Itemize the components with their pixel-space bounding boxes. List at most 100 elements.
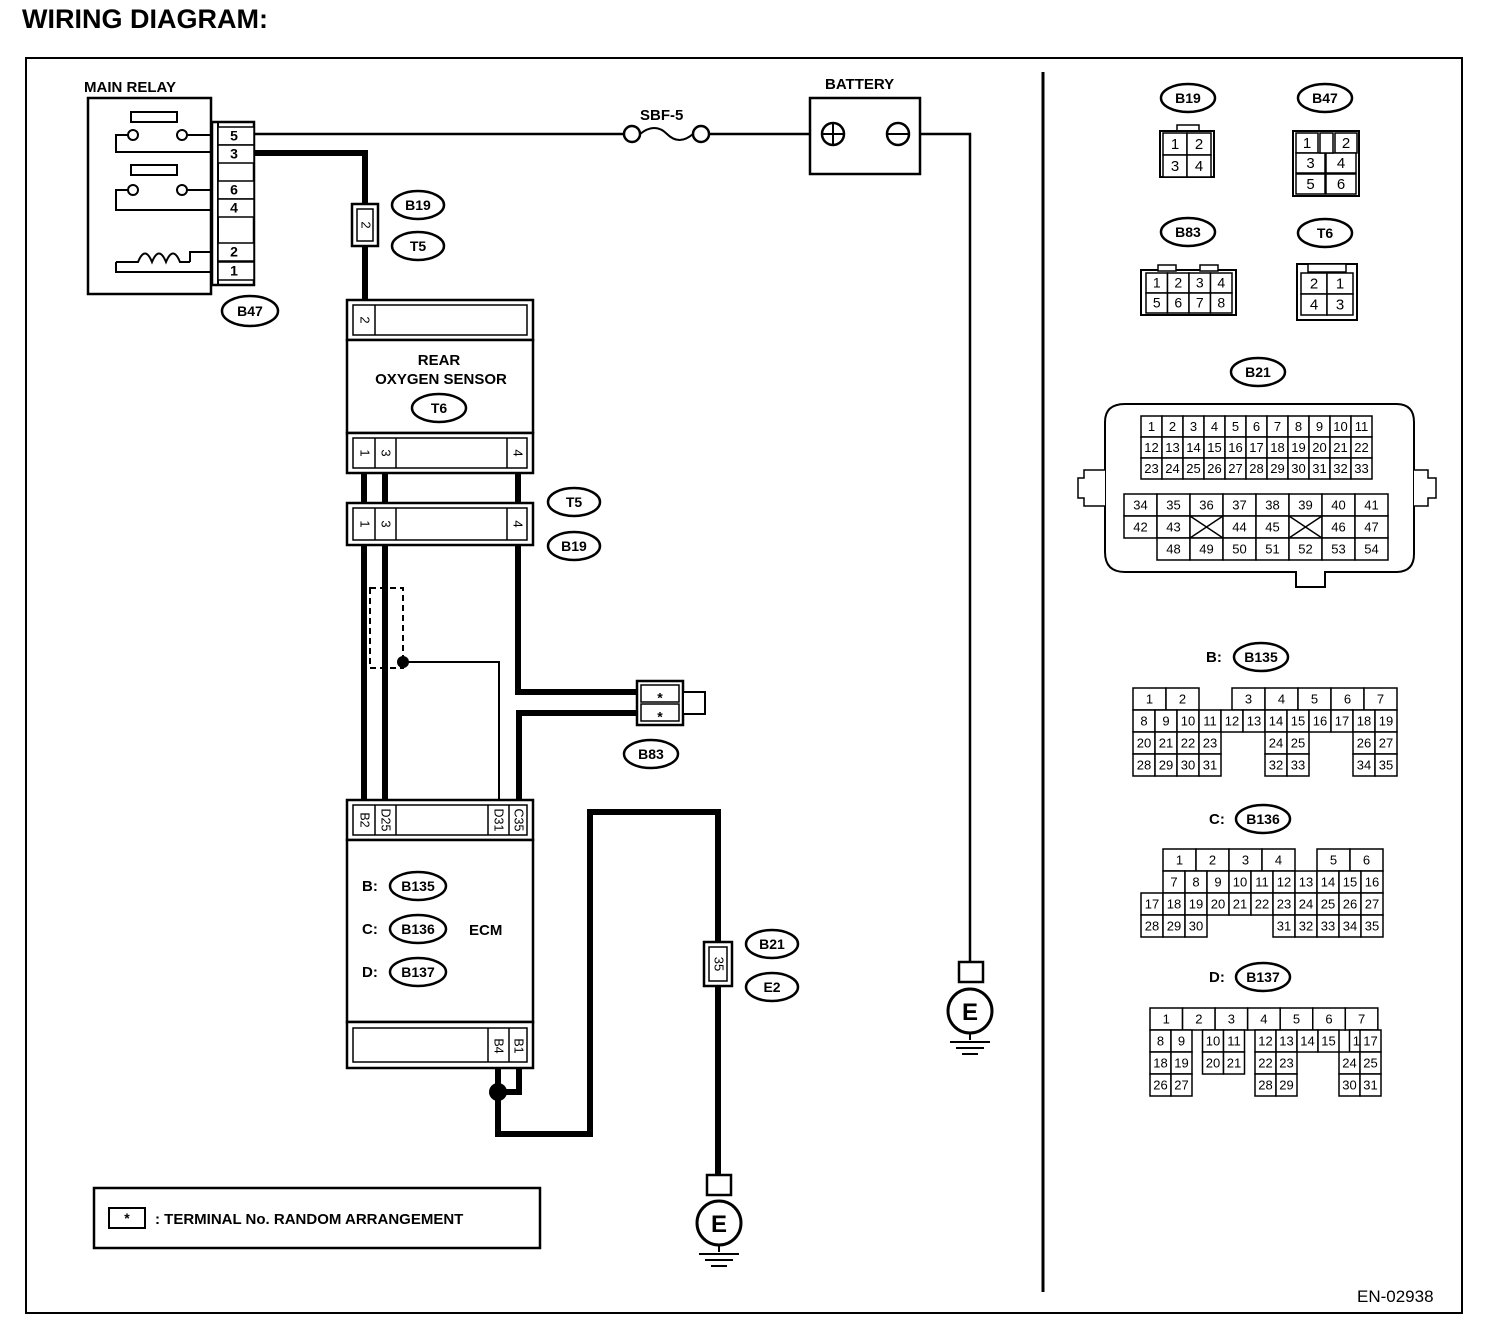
b83-face-pin-6: 6 [1166,292,1190,314]
b136-face-pin-21: 21 [1228,892,1252,916]
t6-face-pin-4: 4 [1300,293,1328,316]
svg-text:43: 43 [1166,519,1180,534]
svg-text:38: 38 [1265,497,1279,512]
svg-text:B:: B: [1206,649,1222,666]
b135-face-pin-32: 32 [1264,753,1288,777]
svg-text:25: 25 [1186,461,1200,476]
svg-text:9: 9 [1316,419,1323,434]
b21-face-pin-25: 25 [1182,457,1205,480]
b83-face-pin-3: 3 [1188,272,1212,294]
fuse-label: SBF-5 [640,107,683,124]
svg-text:12: 12 [1258,1033,1272,1048]
b21-face-pin-17: 17 [1245,436,1268,459]
svg-text:23: 23 [1277,896,1291,911]
svg-text:31: 31 [1312,461,1326,476]
svg-text:4: 4 [511,520,526,527]
b137-face-pin-19: 19 [1170,1051,1193,1075]
svg-text:47: 47 [1364,519,1378,534]
b83-callout: B83 [638,746,664,762]
b83-face-label: B83 [1175,224,1201,240]
svg-text:C:: C: [1209,811,1225,828]
b137-face-pin-10: 10 [1201,1029,1225,1053]
b21-face-pin-20: 20 [1308,436,1331,459]
relay-pin-1: 1 [217,261,255,281]
b135-face-pin-27: 27 [1374,731,1398,755]
b135-face-pin-22: 22 [1176,731,1200,755]
b137-face-pin-7: 7 [1344,1007,1379,1031]
svg-text:11: 11 [1203,713,1217,728]
b136-face-pin-23: 23 [1272,892,1296,916]
svg-text:7: 7 [1274,419,1281,434]
b137-face-pin-13: 13 [1275,1029,1298,1053]
b135-face-pin-17: 17 [1330,709,1354,733]
b21-face-pin-9: 9 [1308,415,1331,438]
svg-text:4: 4 [1275,852,1282,867]
svg-text:21: 21 [1333,440,1347,455]
b137-face-pin-30: 30 [1338,1073,1361,1097]
svg-text:13: 13 [1279,1033,1293,1048]
b136-face-pin-25: 25 [1316,892,1340,916]
ecm-prefix-c: C: [362,921,378,938]
b135-face-pin-34: 34 [1352,753,1376,777]
svg-text:17: 17 [1363,1033,1377,1048]
svg-text:4: 4 [1337,155,1345,172]
b21-face-pin-16: 16 [1224,436,1247,459]
svg-text:29: 29 [1159,757,1173,772]
svg-text:1: 1 [1303,135,1311,152]
svg-text:10: 10 [1206,1033,1220,1048]
b136-face-pin-1: 1 [1162,848,1197,872]
b136-face-pin-26: 26 [1338,892,1362,916]
b136-face-pin-28: 28 [1140,914,1164,938]
ground-junction [489,1083,507,1101]
b21-face-blank [1189,515,1224,539]
b21-face-pin-7: 7 [1266,415,1289,438]
b21-face-pin-1: 1 [1140,415,1163,438]
b83-face-pin-2: 2 [1166,272,1190,294]
b21-face-pin-49: 49 [1189,537,1224,561]
svg-text:15: 15 [1207,440,1221,455]
svg-text:25: 25 [1363,1055,1377,1070]
svg-text:25: 25 [1321,896,1335,911]
svg-text:26: 26 [1357,735,1371,750]
svg-text:28: 28 [1258,1077,1272,1092]
svg-text:9: 9 [1162,713,1169,728]
b83-face-pin-1: 1 [1145,272,1169,294]
svg-text:18: 18 [1153,1055,1167,1070]
svg-text:3: 3 [1242,852,1249,867]
b135-face-pin-15: 15 [1286,709,1310,733]
relay-pin-3: 3 [217,144,255,164]
b135-callout: B135 [401,878,435,894]
svg-text:50: 50 [1232,541,1246,556]
b21-face-pin-44: 44 [1222,515,1257,539]
b19-face-label: B19 [1175,90,1201,106]
b21-face-pin-38: 38 [1255,493,1290,517]
b21-face-pin-5: 5 [1224,415,1247,438]
svg-text:30: 30 [1342,1077,1356,1092]
svg-text:2: 2 [1209,852,1216,867]
svg-text:7: 7 [1377,691,1384,706]
b135-face-pin-14: 14 [1264,709,1288,733]
wire-b83-ecm-c35 [516,710,640,805]
b21-face-pin-28: 28 [1245,457,1268,480]
svg-text:25: 25 [1291,735,1305,750]
b21-face-pin-6: 6 [1245,415,1268,438]
b21-face-pin-12: 12 [1140,436,1163,459]
svg-text:30: 30 [1189,918,1203,933]
svg-text:41: 41 [1364,497,1378,512]
svg-text:24: 24 [1342,1055,1356,1070]
svg-text:11: 11 [1355,419,1369,434]
b21-face-pin-51: 51 [1255,537,1290,561]
b137-face-pin-2: 2 [1181,1007,1216,1031]
svg-text:7: 7 [1358,1011,1365,1026]
b21-face-pin-4: 4 [1203,415,1226,438]
b135-face-pin-26: 26 [1352,731,1376,755]
b135-face-pin-33: 33 [1286,753,1310,777]
svg-text:8: 8 [1192,874,1199,889]
svg-text:1: 1 [1176,852,1183,867]
svg-text:15: 15 [1343,874,1357,889]
svg-text:48: 48 [1166,541,1180,556]
b136-face-pin-15: 15 [1338,870,1362,894]
diagram-frame [25,57,1463,1314]
svg-text:1: 1 [1171,136,1179,153]
svg-text:33: 33 [1321,918,1335,933]
